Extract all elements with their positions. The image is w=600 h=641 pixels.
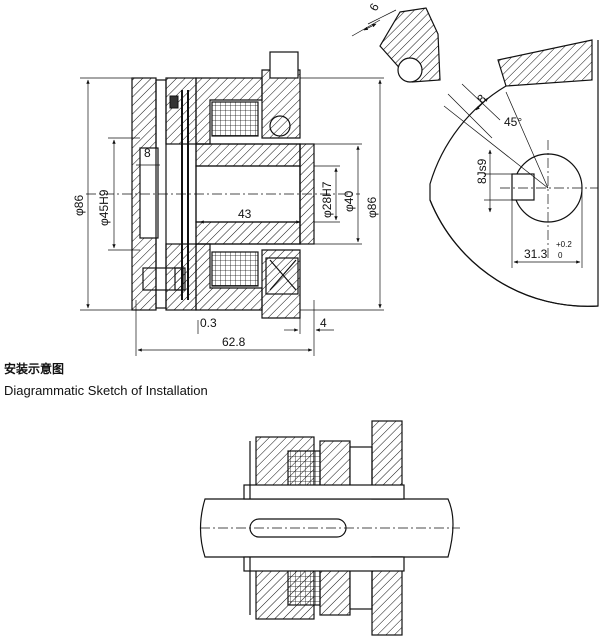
dim-four: 4 <box>320 316 327 330</box>
dim-phi86-right: φ86 <box>365 197 379 218</box>
dim-phi40: φ40 <box>342 191 356 212</box>
dim-len628: 62.8 <box>222 335 246 349</box>
dim-offset-tol-lower: 0 <box>558 251 563 260</box>
installed-clutch-lower <box>243 556 405 636</box>
dim-gap03: 0.3 <box>200 316 217 330</box>
dim-six: 6 <box>366 0 382 13</box>
caption-english: Diagrammatic Sketch of Installation <box>4 383 208 398</box>
dim-offset-tol-upper: +0.2 <box>556 240 572 249</box>
rotor-body <box>142 51 301 319</box>
caption-chinese: 安装示意图 <box>4 362 65 376</box>
dim-len43: 43 <box>238 207 252 221</box>
installation-drawing <box>199 420 460 636</box>
dimension-lines <box>80 77 384 356</box>
hub <box>181 90 315 300</box>
installed-clutch-upper <box>243 420 405 500</box>
dim-phi45: φ45H9 <box>97 189 111 226</box>
dim-phi28: φ28H7 <box>320 181 334 218</box>
dim-offset-main: 31.3 <box>524 247 548 261</box>
chamfer-detail <box>351 7 441 83</box>
section-drawing: φ86 φ45H9 8 43 φ28H7 φ40 φ86 0.3 4 62.8 … <box>72 0 599 356</box>
dim-angle: 45° <box>504 115 522 129</box>
dim-eight-left: 8 <box>144 146 151 160</box>
installed-shaft <box>199 498 460 558</box>
dim-keyway: 8Js9 <box>475 158 489 184</box>
keyway-detail <box>429 39 599 307</box>
dim-phi86-left: φ86 <box>72 195 86 216</box>
